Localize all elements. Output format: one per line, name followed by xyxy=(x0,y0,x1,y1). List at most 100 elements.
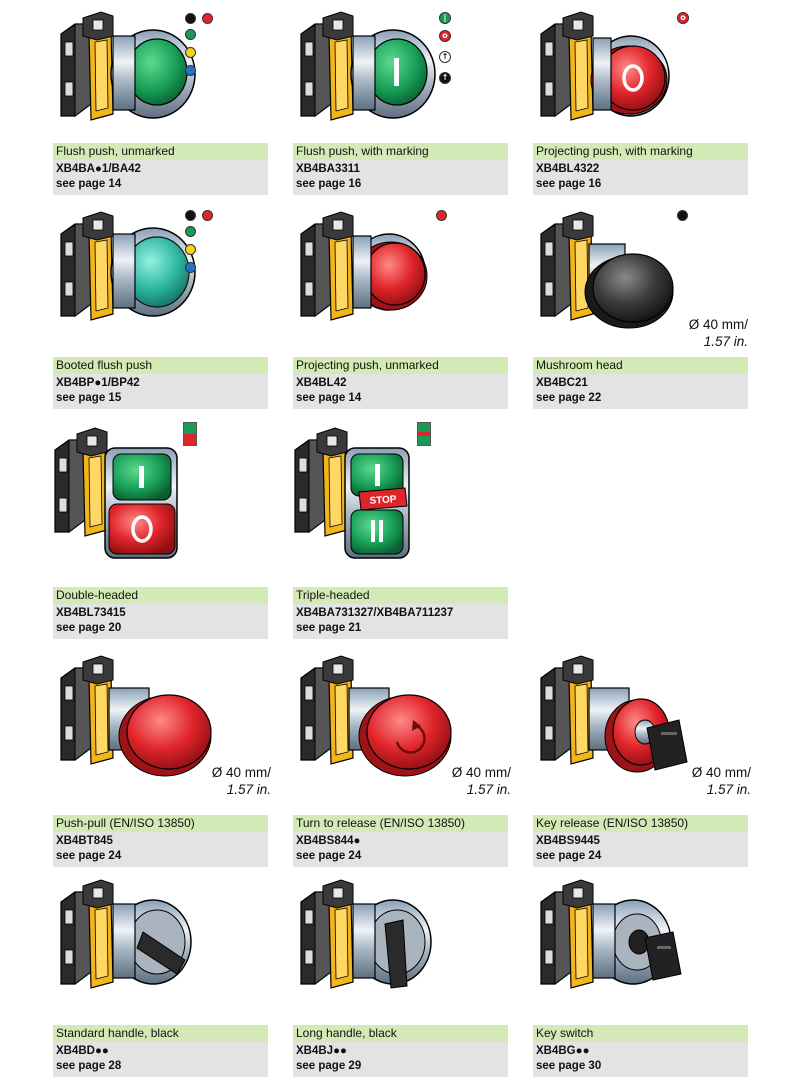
reference-code: XB4BA3311 xyxy=(296,163,360,175)
diameter-mm: Ø 40 mm/ xyxy=(451,765,511,780)
diameter-label: Ø 40 mm/ 1.57 in. xyxy=(423,764,511,798)
product-title: Mushroom head xyxy=(533,357,748,374)
caption: Booted flush push XB4BP●1/BP42 see page … xyxy=(53,357,268,409)
product-card: Ø 40 mm/ 1.57 in. Push-pull (EN/ISO 1385… xyxy=(53,652,271,867)
diameter-mm: Ø 40 mm/ xyxy=(688,317,748,332)
page-reference: see page 21 xyxy=(296,622,362,634)
reference-code: XB4BT845 xyxy=(56,835,113,847)
product-reference: XB4BA731327/XB4BA711237 see page 21 xyxy=(293,604,508,639)
product-card: Booted flush push XB4BP●1/BP42 see page … xyxy=(53,208,268,409)
product-title: Long handle, black xyxy=(293,1025,508,1042)
diameter-label: Ø 40 mm/ 1.57 in. xyxy=(183,764,271,798)
page-reference: see page 15 xyxy=(56,392,122,404)
product-reference: XB4BT845 see page 24 xyxy=(53,832,268,867)
blue-color-dot xyxy=(185,65,196,76)
product-reference: XB4BA3311 see page 16 xyxy=(293,160,508,195)
reference-code: XB4BJ●● xyxy=(296,1045,347,1057)
caption: Flush push, with marking XB4BA3311 see p… xyxy=(293,143,508,195)
reference-code: XB4BG●● xyxy=(536,1045,590,1057)
diameter-in: 1.57 in. xyxy=(706,782,751,797)
caption: Projecting push, with marking XB4BL4322 … xyxy=(533,143,748,195)
product-title: Key switch xyxy=(533,1025,748,1042)
product-reference: XB4BD●● see page 28 xyxy=(53,1042,268,1077)
caption: Projecting push, unmarked XB4BL42 see pa… xyxy=(293,357,508,409)
diameter-in: 1.57 in. xyxy=(226,782,271,797)
product-title: Turn to release (EN/ISO 13850) xyxy=(293,815,508,832)
push-pull-emergency-icon xyxy=(60,655,212,777)
product-card: Ø 40 mm/ 1.57 in. Mushroom head XB4BC21 … xyxy=(533,208,748,409)
product-card: Ø 40 mm/ 1.57 in. Key release (EN/ISO 13… xyxy=(533,652,751,867)
triple-headed-icon: STOP xyxy=(294,427,410,559)
page-reference: see page 24 xyxy=(296,850,362,862)
caption: Long handle, black XB4BJ●● see page 29 xyxy=(293,1025,508,1077)
diameter-label: Ø 40 mm/ 1.57 in. xyxy=(663,764,751,798)
product-reference: XB4BP●1/BP42 see page 15 xyxy=(53,374,268,409)
flush-push-marked-icon xyxy=(300,11,436,121)
caption: Double-headed XB4BL73415 see page 20 xyxy=(53,587,268,639)
key-release-emergency-icon xyxy=(540,655,688,773)
product-reference: XB4BL42 see page 14 xyxy=(293,374,508,409)
page-reference: see page 16 xyxy=(296,178,362,190)
product-title: Triple-headed xyxy=(293,587,508,604)
reference-code: XB4BC21 xyxy=(536,377,588,389)
red-color-dot xyxy=(436,210,447,221)
product-reference: XB4BJ●● see page 29 xyxy=(293,1042,508,1077)
double-headed-icon xyxy=(54,427,178,559)
diameter-mm: Ø 40 mm/ xyxy=(211,765,271,780)
stop-symbol-icon: o xyxy=(677,12,689,24)
projecting-push-marked-icon xyxy=(540,11,670,121)
page-reference: see page 30 xyxy=(536,1060,602,1072)
product-title: Double-headed xyxy=(53,587,268,604)
start-symbol-icon: | xyxy=(439,12,451,24)
product-card: | o ↑ ↑ Flush push, with marking XB4BA33… xyxy=(293,8,508,195)
page-reference: see page 22 xyxy=(536,392,602,404)
green-red-indicator-icon xyxy=(183,422,197,446)
product-card: Long handle, black XB4BJ●● see page 29 xyxy=(293,876,508,1077)
standard-handle-icon xyxy=(60,879,192,989)
caption: Key switch XB4BG●● see page 30 xyxy=(533,1025,748,1077)
page-reference: see page 20 xyxy=(56,622,122,634)
product-card: Ø 40 mm/ 1.57 in. Turn to release (EN/IS… xyxy=(293,652,511,867)
flush-push-green-icon xyxy=(60,11,196,121)
reference-code: XB4BD●● xyxy=(56,1045,109,1057)
product-reference: XB4BG●● see page 30 xyxy=(533,1042,748,1077)
arrow-up-black-icon: ↑ xyxy=(439,72,451,84)
arrow-up-white-icon: ↑ xyxy=(439,51,451,63)
diameter-in: 1.57 in. xyxy=(466,782,511,797)
page-reference: see page 28 xyxy=(56,1060,122,1072)
page-reference: see page 14 xyxy=(296,392,362,404)
product-title: Standard handle, black xyxy=(53,1025,268,1042)
reference-code: XB4BL73415 xyxy=(56,607,126,619)
diameter-mm: Ø 40 mm/ xyxy=(691,765,751,780)
product-title: Push-pull (EN/ISO 13850) xyxy=(53,815,268,832)
product-reference: XB4BA●1/BA42 see page 14 xyxy=(53,160,268,195)
caption: Key release (EN/ISO 13850) XB4BS9445 see… xyxy=(533,815,748,867)
product-reference: XB4BL73415 see page 20 xyxy=(53,604,268,639)
caption: Triple-headed XB4BA731327/XB4BA711237 se… xyxy=(293,587,508,639)
page-reference: see page 14 xyxy=(56,178,122,190)
green-color-dot xyxy=(185,226,196,237)
product-card: Projecting push, unmarked XB4BL42 see pa… xyxy=(293,208,508,409)
product-card: o Projecting push, with marking XB4BL432… xyxy=(533,8,748,195)
product-reference: XB4BS9445 see page 24 xyxy=(533,832,748,867)
product-card: Double-headed XB4BL73415 see page 20 xyxy=(53,420,268,639)
caption: Mushroom head XB4BC21 see page 22 xyxy=(533,357,748,409)
black-color-dot xyxy=(185,210,196,221)
page-reference: see page 24 xyxy=(536,850,602,862)
reference-code: XB4BA731327/XB4BA711237 xyxy=(296,607,454,619)
page-reference: see page 29 xyxy=(296,1060,362,1072)
product-title: Key release (EN/ISO 13850) xyxy=(533,815,748,832)
black-color-dot xyxy=(677,210,688,221)
blue-color-dot xyxy=(185,262,196,273)
reference-code: XB4BL42 xyxy=(296,377,347,389)
key-switch-icon xyxy=(540,879,682,989)
red-color-dot xyxy=(202,210,213,221)
diameter-in: 1.57 in. xyxy=(703,334,748,349)
product-title: Flush push, unmarked xyxy=(53,143,268,160)
mushroom-head-black-icon xyxy=(540,211,674,329)
stop-label: STOP xyxy=(369,494,397,507)
diameter-label: Ø 40 mm/ 1.57 in. xyxy=(663,316,748,350)
product-title: Booted flush push xyxy=(53,357,268,374)
reference-code: XB4BL4322 xyxy=(536,163,600,175)
product-title: Flush push, with marking xyxy=(293,143,508,160)
